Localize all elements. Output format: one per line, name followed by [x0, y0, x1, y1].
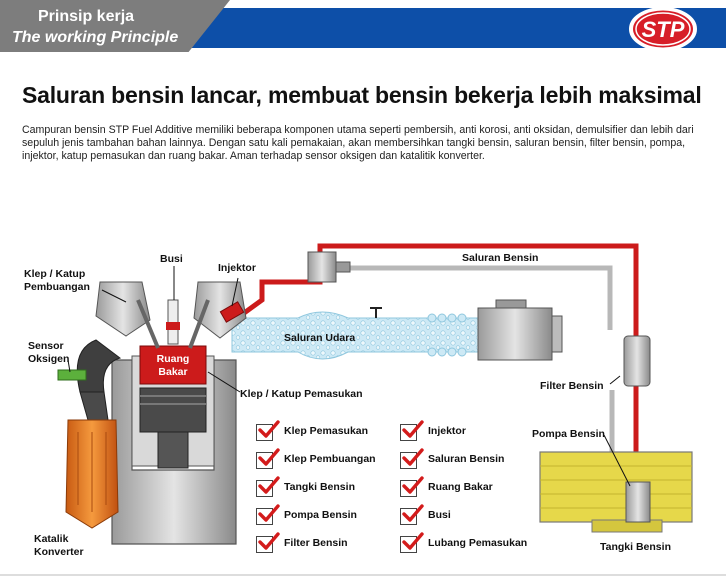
logo-text: STP — [642, 17, 685, 42]
label-sensor-oksigen: Sensor Oksigen — [28, 340, 70, 365]
checklist-item: Klep Pembuangan — [284, 453, 376, 465]
fuel-line — [317, 243, 639, 340]
check-mark-icon — [258, 504, 280, 522]
exhaust-cam-cover — [95, 281, 151, 337]
header-title-id: Prinsip kerja — [38, 8, 135, 25]
check-mark-icon — [258, 420, 280, 438]
intake-cam-cover — [193, 281, 247, 339]
checklist-item: Filter Bensin — [284, 537, 348, 549]
checklist-item: Injektor — [428, 425, 466, 437]
injector — [219, 301, 245, 323]
checklist-item: Klep Pemasukan — [284, 425, 369, 437]
check-mark-icon — [402, 476, 424, 494]
label-saluran-udara: Saluran Udara — [284, 332, 356, 344]
label-tangki-bensin: Tangki Bensin — [600, 541, 671, 553]
intake-valve — [188, 299, 210, 349]
label-katalik-konverter: Katalik Konverter — [34, 533, 84, 558]
checklist-item: Saluran Bensin — [428, 453, 505, 465]
label-klep-pemasukan: Klep / Katup Pemasukan — [240, 388, 363, 400]
checklist-item: Tangki Bensin — [284, 481, 355, 493]
ruang-bakar-label-1: Ruang — [157, 353, 190, 365]
stp-logo: STP — [629, 7, 697, 51]
header-gray-panel — [0, 0, 230, 52]
return-line — [330, 265, 613, 330]
label-saluran-bensin: Saluran Bensin — [462, 252, 539, 264]
check-mark-icon — [402, 420, 424, 438]
headline: Saluran bensin lancar, membuat bensin be… — [22, 82, 702, 108]
description-text: Campuran bensin STP Fuel Additive memili… — [22, 124, 694, 162]
checklist-item: Pompa Bensin — [284, 509, 357, 521]
label-busi: Busi — [160, 253, 183, 265]
header-title-en: The working Principle — [12, 29, 179, 46]
fuel-pump — [625, 481, 651, 523]
checklist-item: Lubang Pemasukan — [428, 537, 528, 549]
air-flow-meter — [477, 307, 553, 361]
throttle-sensor — [370, 307, 382, 318]
check-mark-icon — [258, 448, 280, 466]
ruang-bakar-label-2: Bakar — [158, 366, 187, 378]
fuel-filter — [623, 335, 651, 387]
check-mark-icon — [402, 448, 424, 466]
label-filter-bensin: Filter Bensin — [540, 380, 604, 392]
bottom-rule — [0, 574, 726, 576]
check-mark-icon — [258, 532, 280, 550]
combustion-chamber — [139, 345, 207, 385]
checklist-item: Ruang Bakar — [428, 481, 493, 493]
label-pompa-bensin: Pompa Bensin — [532, 428, 605, 440]
checklist-item: Busi — [428, 509, 451, 521]
label-klep-pembuangan: Klep / Katup Pembuangan — [24, 268, 90, 293]
check-mark-icon — [402, 532, 424, 550]
label-injektor: Injektor — [218, 262, 256, 274]
fuel-regulator — [307, 251, 337, 283]
check-mark-icon — [402, 504, 424, 522]
bellows — [427, 313, 467, 357]
oxygen-sensor — [57, 369, 87, 381]
piston — [139, 387, 207, 433]
fuel-tank — [539, 451, 693, 523]
exhaust-valve — [136, 299, 160, 349]
check-mark-icon — [258, 476, 280, 494]
